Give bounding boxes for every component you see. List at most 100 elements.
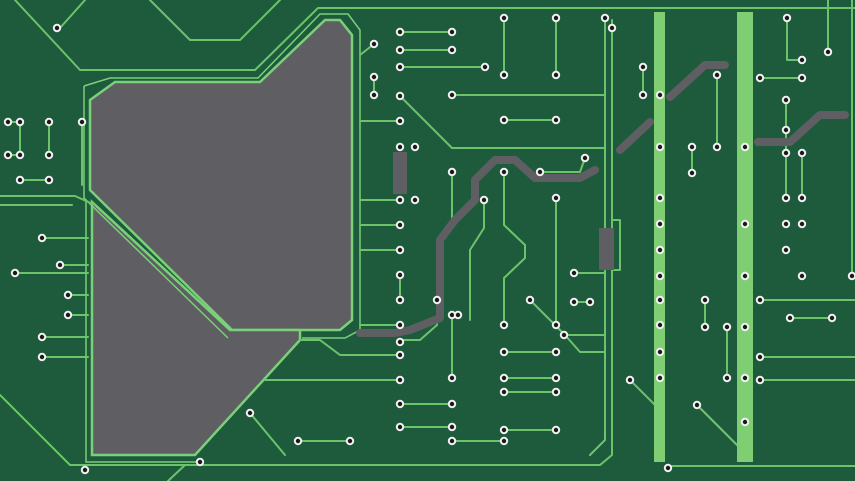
via [663,463,673,473]
via [655,347,665,357]
via [551,373,561,383]
via [447,436,457,446]
via [797,193,807,203]
via [797,73,807,83]
via [625,375,635,385]
via [447,399,457,409]
via [655,90,665,100]
via [447,310,457,320]
via [80,465,90,475]
via [755,352,765,362]
via [447,422,457,432]
via [3,117,13,127]
via [37,233,47,243]
via [52,23,62,33]
via [655,295,665,305]
via [499,387,509,397]
via [740,417,750,427]
via [687,142,697,152]
via [847,271,855,281]
via [395,350,405,360]
via [395,270,405,280]
via [395,220,405,230]
via [638,90,648,100]
via [410,142,420,152]
via [395,399,405,409]
via [535,167,545,177]
via [395,375,405,385]
via [395,27,405,37]
via [700,322,710,332]
via [551,387,561,397]
via [827,313,837,323]
via [585,297,595,307]
via [700,295,710,305]
via [15,150,25,160]
via [655,219,665,229]
via [453,310,463,320]
via [447,373,457,383]
via [369,72,379,82]
via [655,271,665,281]
via [559,330,569,340]
via [569,297,579,307]
top-layer-traces [356,61,849,337]
via [755,375,765,385]
via [395,62,405,72]
via [797,271,807,281]
via [15,175,25,185]
via [44,117,54,127]
via [395,422,405,432]
via [395,337,405,347]
via [797,219,807,229]
via [395,195,405,205]
via [755,73,765,83]
via [395,245,405,255]
via [781,125,791,135]
via [712,142,722,152]
via [44,175,54,185]
via [293,436,303,446]
via [63,310,73,320]
via [499,373,509,383]
via [3,150,13,160]
via [755,295,765,305]
via [607,23,617,33]
via [499,320,509,330]
via [55,260,65,270]
via [687,168,697,178]
via [499,167,509,177]
via [447,27,457,37]
via [797,148,807,158]
via [447,167,457,177]
via [345,436,355,446]
via [722,322,732,332]
via [823,47,833,57]
via [655,373,665,383]
via [395,45,405,55]
via [15,117,25,127]
via [551,115,561,125]
via [77,117,87,127]
via [740,142,750,152]
via [782,13,792,23]
via [63,290,73,300]
via [410,195,420,205]
via [580,153,590,163]
via [245,408,255,418]
via [551,13,561,23]
via [499,70,509,80]
via [499,425,509,435]
via [551,320,561,330]
via [655,245,665,255]
via [551,70,561,80]
via [551,347,561,357]
via [638,62,648,72]
via [797,55,807,65]
via-layer [3,13,855,475]
via [655,142,665,152]
via [781,219,791,229]
via [722,373,732,383]
